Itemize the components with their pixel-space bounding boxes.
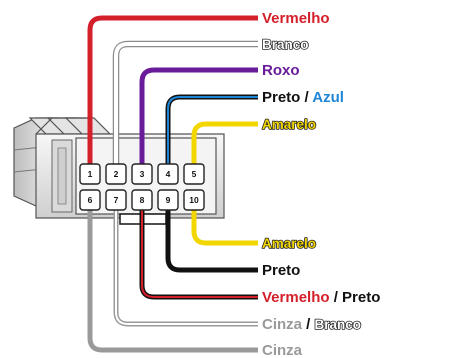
pin-5: 5 [183,163,205,185]
label-pin7-part-2: Branco [315,317,362,332]
pin-10-number: 10 [189,195,199,205]
pin-10: 10 [183,189,205,211]
label-pin6: Cinza [262,342,303,358]
label-pin9-part-0: Preto [262,262,300,279]
label-pin4: Preto / Azul [262,89,344,106]
label-pin10: Amarelo [262,236,316,251]
pin-1: 1 [79,163,101,185]
pin-7: 7 [105,189,127,211]
pin-4-number: 4 [166,169,171,179]
label-pin8-part-1: / [330,289,343,306]
label-pin6-part-0: Cinza [262,342,303,358]
wire-pin9-preto [165,210,258,273]
pin-2-number: 2 [114,169,119,179]
label-pin8-part-0: Vermelho [262,289,330,306]
label-pin7: Cinza / Branco [262,316,361,333]
label-pin7-part-1: / [302,316,315,333]
pin-8: 8 [131,189,153,211]
label-pin3-part-0: Roxo [262,62,300,79]
pin-6: 6 [79,189,101,211]
label-pin8-part-2: Preto [342,289,380,306]
pin-3-number: 3 [140,169,145,179]
label-pin9: Preto [262,262,300,279]
label-pin4-part-0: Preto [262,89,300,106]
pin-3: 3 [131,163,153,185]
pin-9: 9 [157,189,179,211]
label-pin1: Vermelho [262,10,330,27]
label-pin5: Amarelo [262,117,316,132]
label-pin2-part-0: Branco [262,37,309,52]
pin-2: 2 [105,163,127,185]
pin-9-number: 9 [166,195,171,205]
label-pin3: Roxo [262,62,300,79]
pin-8-number: 8 [140,195,145,205]
label-pin4-part-2: Azul [312,89,344,106]
wire-pin7-cinza-branco [113,210,258,327]
wire-pin1-vermelho [87,15,258,164]
wire-pin2-branco [112,40,258,164]
label-pin7-part-0: Cinza [262,316,303,333]
pin-1-number: 1 [88,169,93,179]
wire-pin3-roxo [139,67,258,164]
wire-pin6-cinza [87,210,258,353]
label-pin4-part-1: / [300,89,312,106]
pin-5-number: 5 [192,169,197,179]
label-pin8: Vermelho / Preto [262,289,380,306]
label-pin2: Branco [262,37,309,52]
wire-pin10-amarelo [191,210,258,246]
pin-6-number: 6 [88,195,93,205]
pin-7-number: 7 [114,195,119,205]
label-pin10-part-0: Amarelo [262,236,316,251]
wire-pin5-amarelo [191,121,258,164]
wire-pin4-preto-azul [165,94,258,164]
wire-pin8-vermelho-preto [139,210,258,300]
label-pin1-part-0: Vermelho [262,10,330,27]
label-pin5-part-0: Amarelo [262,117,316,132]
pin-4: 4 [157,163,179,185]
